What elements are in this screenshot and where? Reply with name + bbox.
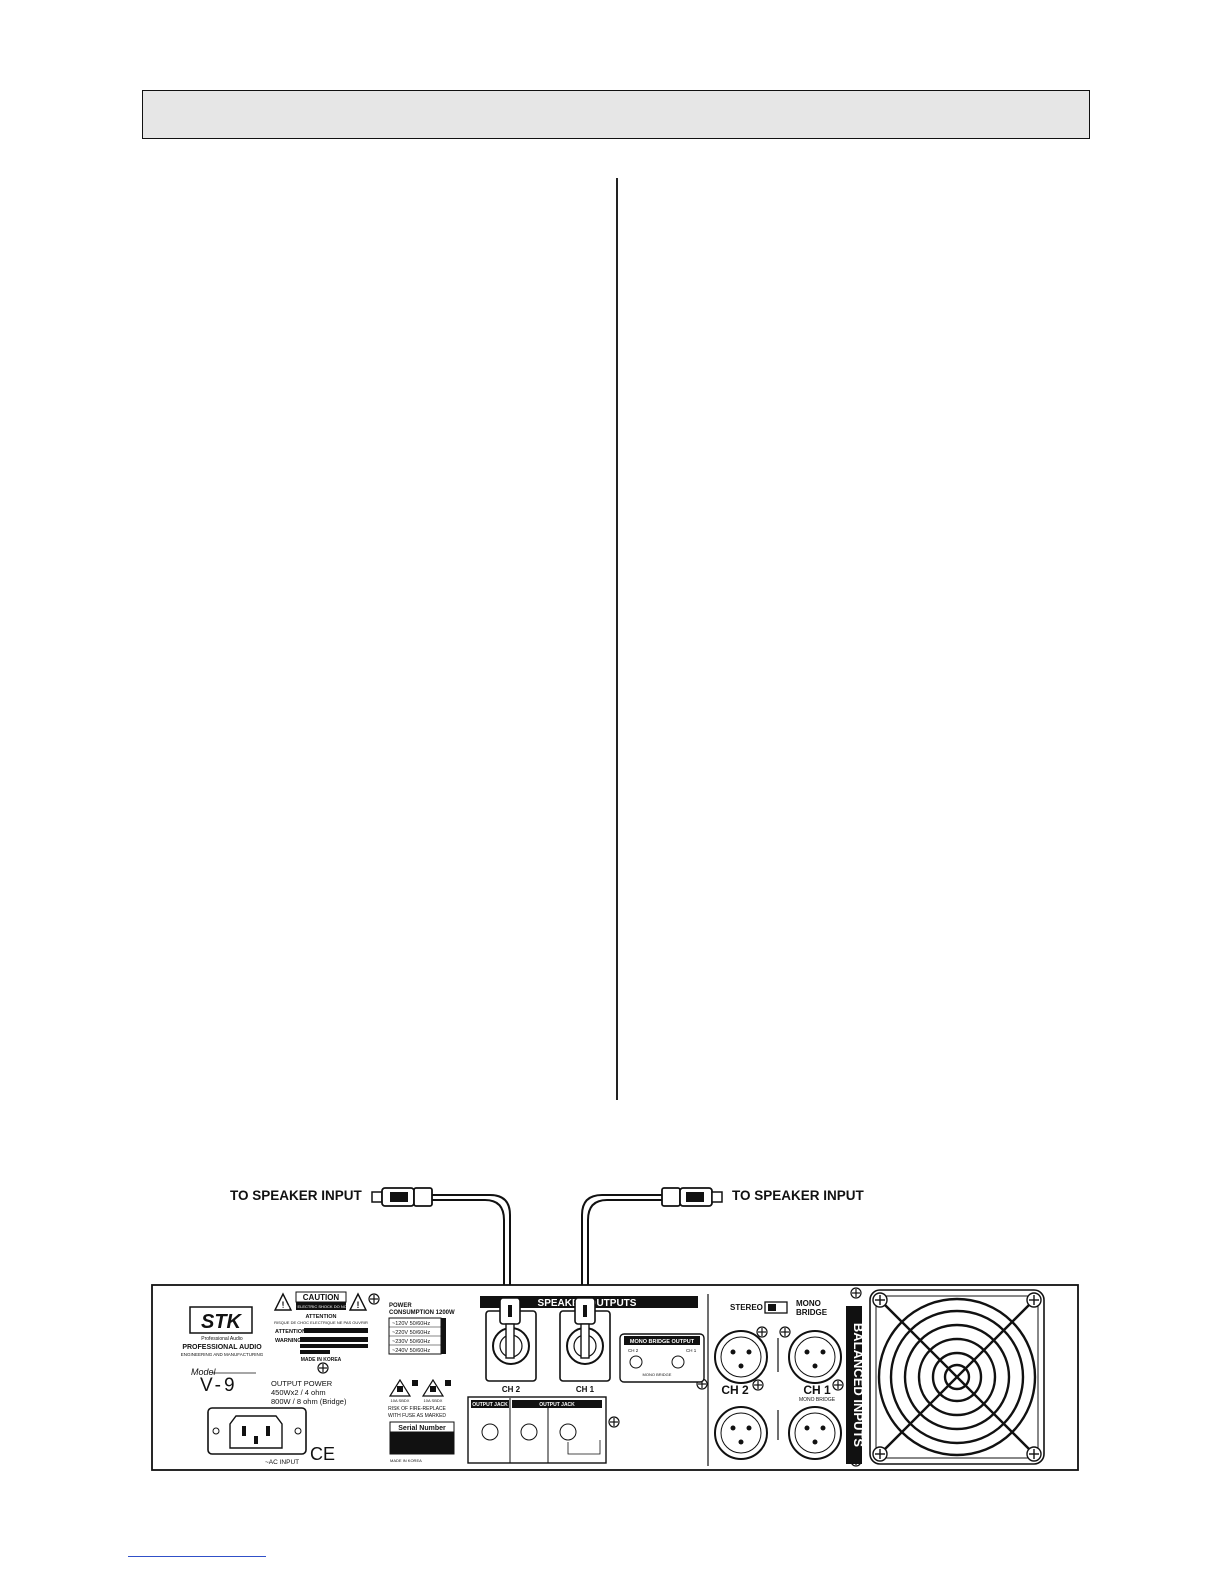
cable-left-label: TO SPEAKER INPUT <box>230 1188 362 1203</box>
brand-tag: Professional Audio <box>201 1336 243 1342</box>
svg-text:!: ! <box>282 1300 285 1310</box>
input-ch1-label: CH 1 <box>803 1383 831 1397</box>
output-jack-left: OUTPUT JACK <box>472 1402 508 1408</box>
power-title: POWER <box>389 1303 412 1309</box>
caution-label: ! CAUTION RISK OF ELECTRIC SHOCK DO NOT … <box>273 1291 368 1363</box>
ch2-output-label: CH 2 <box>502 1385 521 1394</box>
output-power-title: OUTPUT POWER <box>271 1379 333 1388</box>
column-divider <box>616 178 618 1100</box>
brand-name: STK <box>201 1311 243 1333</box>
mono-label: MONO <box>796 1299 821 1308</box>
model-label: Model <box>191 1367 217 1377</box>
caution-title: CAUTION <box>303 1293 340 1302</box>
voltage-option: ~220V 50/60Hz <box>392 1330 430 1336</box>
voltage-option: ~230V 50/60Hz <box>392 1339 430 1345</box>
voltage-option: ~240V 50/60Hz <box>392 1348 430 1354</box>
section-header-bar <box>142 90 1090 139</box>
attention-title: ATTENTION <box>305 1314 336 1320</box>
fuse-note-1: RISK OF FIRE-REPLACE <box>388 1406 446 1412</box>
attention-label: ATTENTION <box>275 1329 306 1335</box>
power-sub: CONSUMPTION 1200W <box>389 1310 455 1316</box>
serial-label: Serial Number <box>398 1425 446 1432</box>
ac-input-label: ~AC INPUT <box>265 1459 299 1466</box>
bridge-label: BRIDGE <box>796 1308 828 1317</box>
brand-logo: STK Professional Audio PROFESSIONAL AUDI… <box>181 1306 264 1357</box>
model-name: V-9 <box>200 1375 238 1396</box>
speaker-outputs-section: SPEAKER OUTPUTS CH 2 CH 1 MONO BRIDGE OU… <box>467 1296 705 1464</box>
output-power-line2: 800W / 8 ohm (Bridge) <box>271 1397 347 1406</box>
mono-bridge-small: MONO BRIDGE <box>643 1372 672 1377</box>
screw-icon <box>317 1362 329 1374</box>
fuse-right: 10A SBDX <box>424 1398 443 1403</box>
attention-sub: RISQUE DE CHOC ELECTRIQUE NE PAS OUVRIR <box>274 1320 368 1325</box>
left-rca-plug <box>371 1187 433 1207</box>
output-power-line1: 450Wx2 / 4 ohm <box>271 1388 326 1397</box>
cable-right-label: TO SPEAKER INPUT <box>732 1188 864 1203</box>
fuse-left: 10A SBDX <box>391 1398 410 1403</box>
fuse-note-2: WITH FUSE AS MARKED <box>388 1413 446 1419</box>
warning-label: WARNING <box>275 1338 302 1344</box>
ce-mark: CE <box>310 1444 335 1464</box>
ac-input-socket: ~AC INPUT <box>207 1407 307 1466</box>
mono-bridge-ch2: CH 2 <box>628 1348 639 1353</box>
screw-icon <box>850 1287 862 1299</box>
screw-icon <box>779 1326 791 1338</box>
ch1-output-label: CH 1 <box>576 1385 595 1394</box>
screw-icon <box>832 1379 844 1391</box>
screw-icon <box>752 1379 764 1391</box>
fuse-block: 10A SBDX 10A SBDX RISK OF FIRE-REPLACE W… <box>388 1378 451 1419</box>
brand-line: PROFESSIONAL AUDIO <box>182 1344 262 1351</box>
screw-icon <box>756 1326 768 1338</box>
right-rca-plug <box>661 1187 723 1207</box>
screw-icon <box>368 1293 380 1305</box>
brand-sub: ENGINEERING AND MANUFACTURING <box>181 1352 264 1357</box>
power-consumption-block: POWER CONSUMPTION 1200W ~120V 50/60Hz ~2… <box>388 1303 455 1355</box>
caution-sub: RISK OF ELECTRIC SHOCK DO NOT OPEN <box>280 1304 361 1309</box>
made-in-korea-top: MADE IN KOREA <box>301 1357 342 1363</box>
right-speaker-cable <box>581 1194 662 1298</box>
screw-icon <box>608 1416 620 1428</box>
fan-grille <box>869 1289 1045 1465</box>
voltage-option: ~120V 50/60Hz <box>392 1321 430 1327</box>
balanced-inputs-title: BALANCED INPUTS <box>851 1323 866 1448</box>
mono-bridge-ch1: CH 1 <box>686 1348 697 1353</box>
balanced-inputs-section: STEREO MONO BRIDGE CH 2 CH 1 MONO BRIDGE… <box>707 1294 866 1466</box>
serial-number-plate: Serial Number MADE IN KOREA <box>389 1421 455 1463</box>
left-speaker-cable <box>432 1194 511 1298</box>
svg-text:!: ! <box>357 1300 360 1310</box>
output-jack-right: OUTPUT JACK <box>539 1402 575 1408</box>
footer-link-underline <box>128 1556 266 1557</box>
input-mono-bridge: MONO BRIDGE <box>799 1397 836 1403</box>
mono-bridge-output-title: MONO BRIDGE OUTPUT <box>630 1339 695 1345</box>
stereo-label: STEREO <box>730 1303 763 1312</box>
made-in-korea-bottom: MADE IN KOREA <box>390 1458 422 1463</box>
input-ch2-label: CH 2 <box>721 1383 749 1397</box>
